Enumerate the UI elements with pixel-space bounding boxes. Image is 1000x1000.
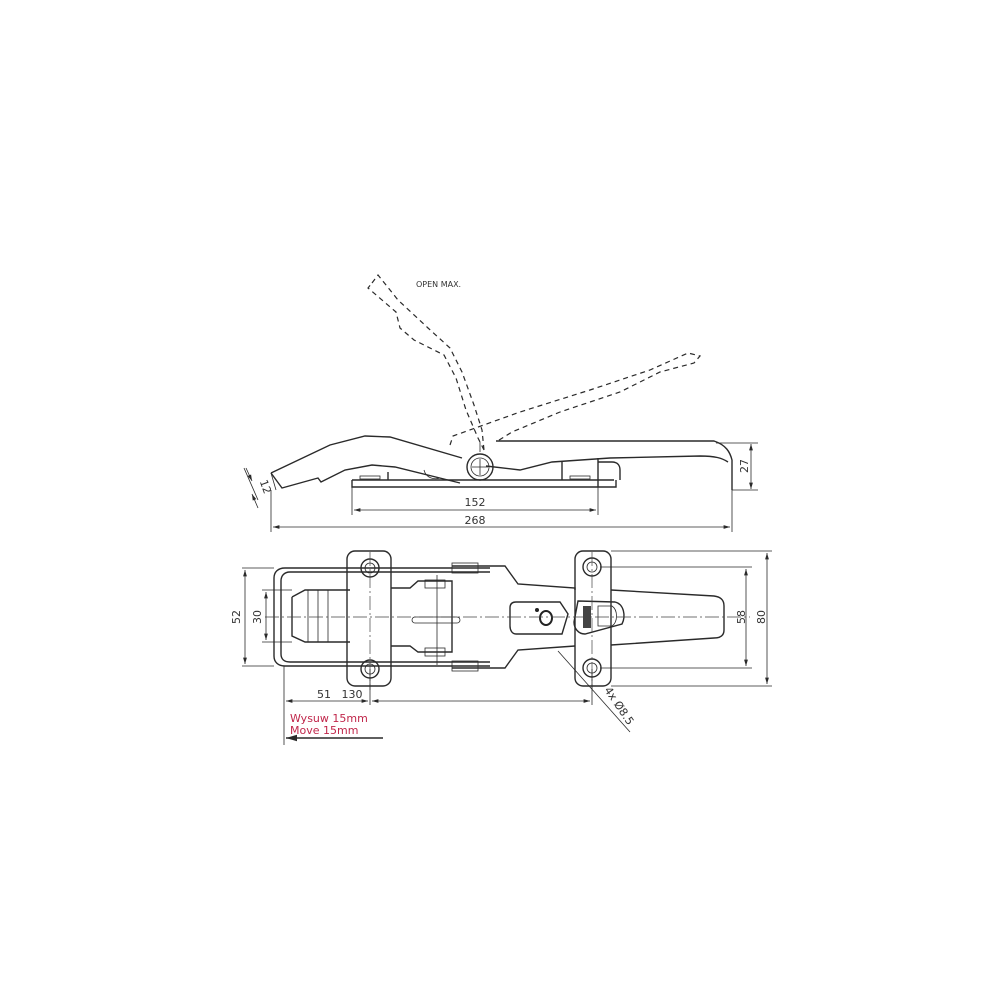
dim-80: 80	[755, 610, 768, 624]
dim-12: 12	[257, 478, 274, 496]
dim-268: 268	[465, 514, 486, 527]
dim-51: 51	[317, 688, 331, 701]
top-view: 52 30 58 80 51 130 4x Ø8.5 Wysuw 15mm Mo…	[230, 550, 772, 745]
note-move: Move 15mm	[290, 724, 358, 737]
dim-58: 58	[735, 610, 748, 624]
note-wysuw: Wysuw 15mm	[290, 712, 368, 725]
dim-130: 130	[342, 688, 363, 701]
dim-27: 27	[738, 459, 751, 473]
dim-152: 152	[465, 496, 486, 509]
dim-52: 52	[230, 610, 243, 624]
dim-30: 30	[251, 610, 264, 624]
side-view: 27 12 152 268 OPEN MAX.	[243, 274, 758, 532]
open-max-label: OPEN MAX.	[416, 280, 461, 289]
